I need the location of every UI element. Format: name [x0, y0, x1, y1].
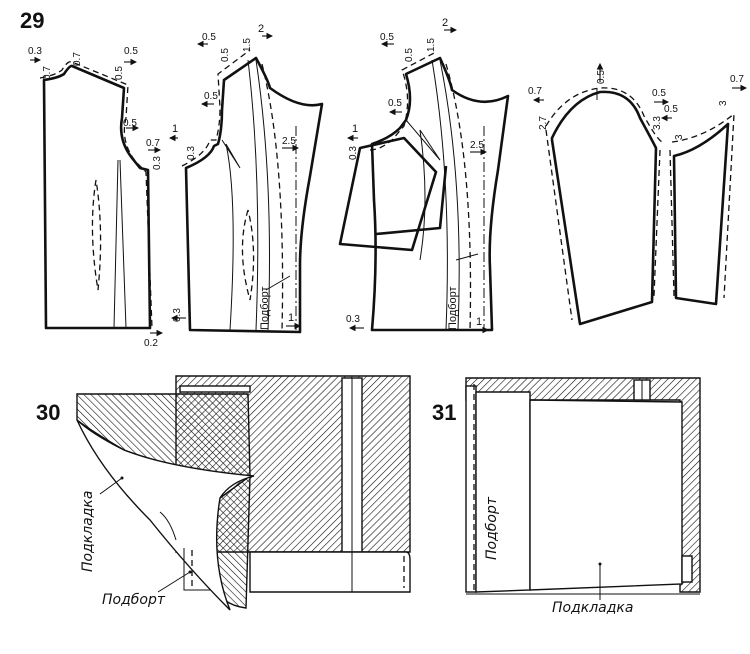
back-pattern-piece: 0.3 0.7 0.7 0.5 0.5 0.5 0.7 0.3 0.2 [28, 46, 164, 349]
figure-number-31: 31 [432, 400, 456, 425]
measure-label: 0.7 [730, 74, 744, 85]
facing-label: Подборт [447, 286, 459, 330]
front-pattern-piece-with-pockets: 0.5 0.5 1.5 2 0.5 1 0.3 2.5 0.3 1 Подбор… [338, 17, 510, 334]
measure-label: 2 [442, 17, 448, 29]
measure-label: 2 [258, 23, 264, 35]
measure-label: 0.5 [114, 66, 125, 80]
measure-label: 0.3 [346, 314, 360, 325]
sleeve-pattern-pieces: 0.5 0.7 2.7 0.5 3.3 0.5 3 0.7 3 [528, 62, 748, 326]
measure-label: 0.7 [146, 138, 160, 149]
measure-label: 1 [352, 123, 358, 135]
measure-label: 3 [674, 134, 685, 140]
measure-label: 0.3 [348, 146, 359, 160]
lining-sheet [76, 419, 255, 611]
measure-label: 0.5 [204, 91, 218, 102]
measure-label: 3 [718, 100, 729, 106]
facing-label: Подборт [259, 286, 271, 330]
measure-label: 0.5 [123, 118, 137, 129]
measure-label: 1 [172, 123, 178, 135]
measure-label: 1 [288, 312, 294, 324]
measure-label: 2.5 [470, 140, 484, 151]
measure-label: 0.5 [220, 48, 231, 62]
lining-label: Подкладка [80, 491, 96, 572]
facing-panel [475, 391, 531, 593]
measure-label: 0.3 [186, 146, 197, 160]
top-edge-strip [179, 385, 251, 393]
measure-label: 0.7 [42, 66, 53, 80]
measure-label: 0.5 [652, 88, 666, 99]
measure-label: 0.5 [664, 104, 678, 115]
figure-31: 31 Подборт Подкладка [432, 377, 701, 616]
measure-label: 0.3 [28, 46, 42, 57]
figure-number-30: 30 [36, 400, 60, 425]
measure-label: 0.5 [124, 46, 138, 57]
measure-label: 0.5 [596, 70, 607, 84]
measure-label: 3.3 [652, 116, 663, 130]
measure-label: 2.7 [538, 116, 549, 130]
measure-label: 0.5 [404, 48, 415, 62]
hem-band [249, 551, 411, 593]
lining-panel [529, 399, 683, 591]
measure-label: 0.2 [144, 338, 158, 349]
measure-label: 0.5 [380, 32, 394, 43]
measure-label: 2.5 [282, 136, 296, 147]
facing-label: Подборт [484, 496, 500, 560]
measure-label: 1.5 [242, 38, 253, 52]
measure-label: 0.7 [72, 52, 83, 66]
hem-corner [681, 555, 693, 583]
facing-label: Подборт [102, 592, 166, 608]
measure-label: 0.5 [202, 32, 216, 43]
lining-label: Подкладка [552, 600, 633, 616]
measure-label: 1.5 [426, 38, 437, 52]
measure-label: 0.3 [152, 156, 163, 170]
measure-label: 0.3 [172, 308, 183, 322]
measure-label: 1 [476, 316, 482, 328]
figure-30: 30 Подкладка Подборт [36, 375, 411, 611]
figure-number-29: 29 [20, 8, 44, 33]
front-pattern-piece: 0.5 0.5 1.5 2 0.5 1 0.3 2.5 0.3 1 Подбор… [168, 23, 324, 334]
figure-29: 29 0.3 0.7 0.7 0.5 0.5 0.5 0.7 0.3 0.2 [20, 8, 748, 349]
measure-label: 0.7 [528, 86, 542, 97]
measure-label: 0.5 [388, 98, 402, 109]
